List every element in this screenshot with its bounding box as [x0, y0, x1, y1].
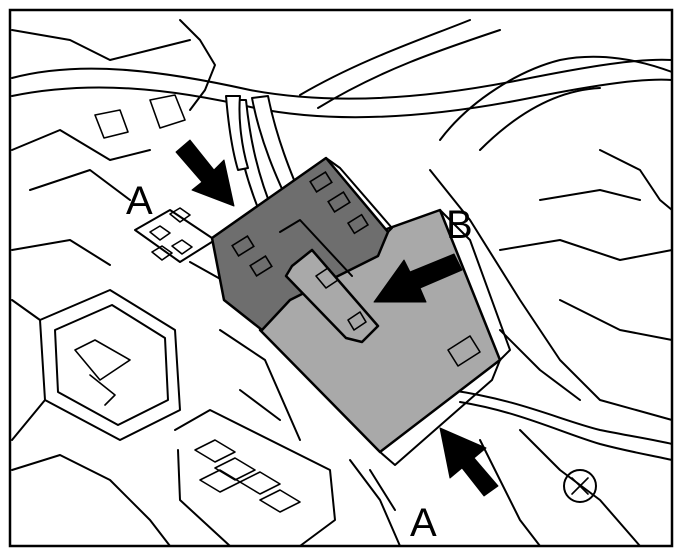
- arrows: [175, 139, 499, 497]
- callout-a-top: A: [126, 179, 153, 223]
- arrow-a-top: [175, 139, 235, 207]
- background-linework: [11, 19, 673, 547]
- arrow-a-bottom: [439, 427, 499, 497]
- arrow-b: [373, 253, 463, 303]
- callout-b: B: [446, 203, 473, 247]
- lock-lever: [284, 248, 380, 344]
- callout-a-bottom: A: [410, 501, 437, 545]
